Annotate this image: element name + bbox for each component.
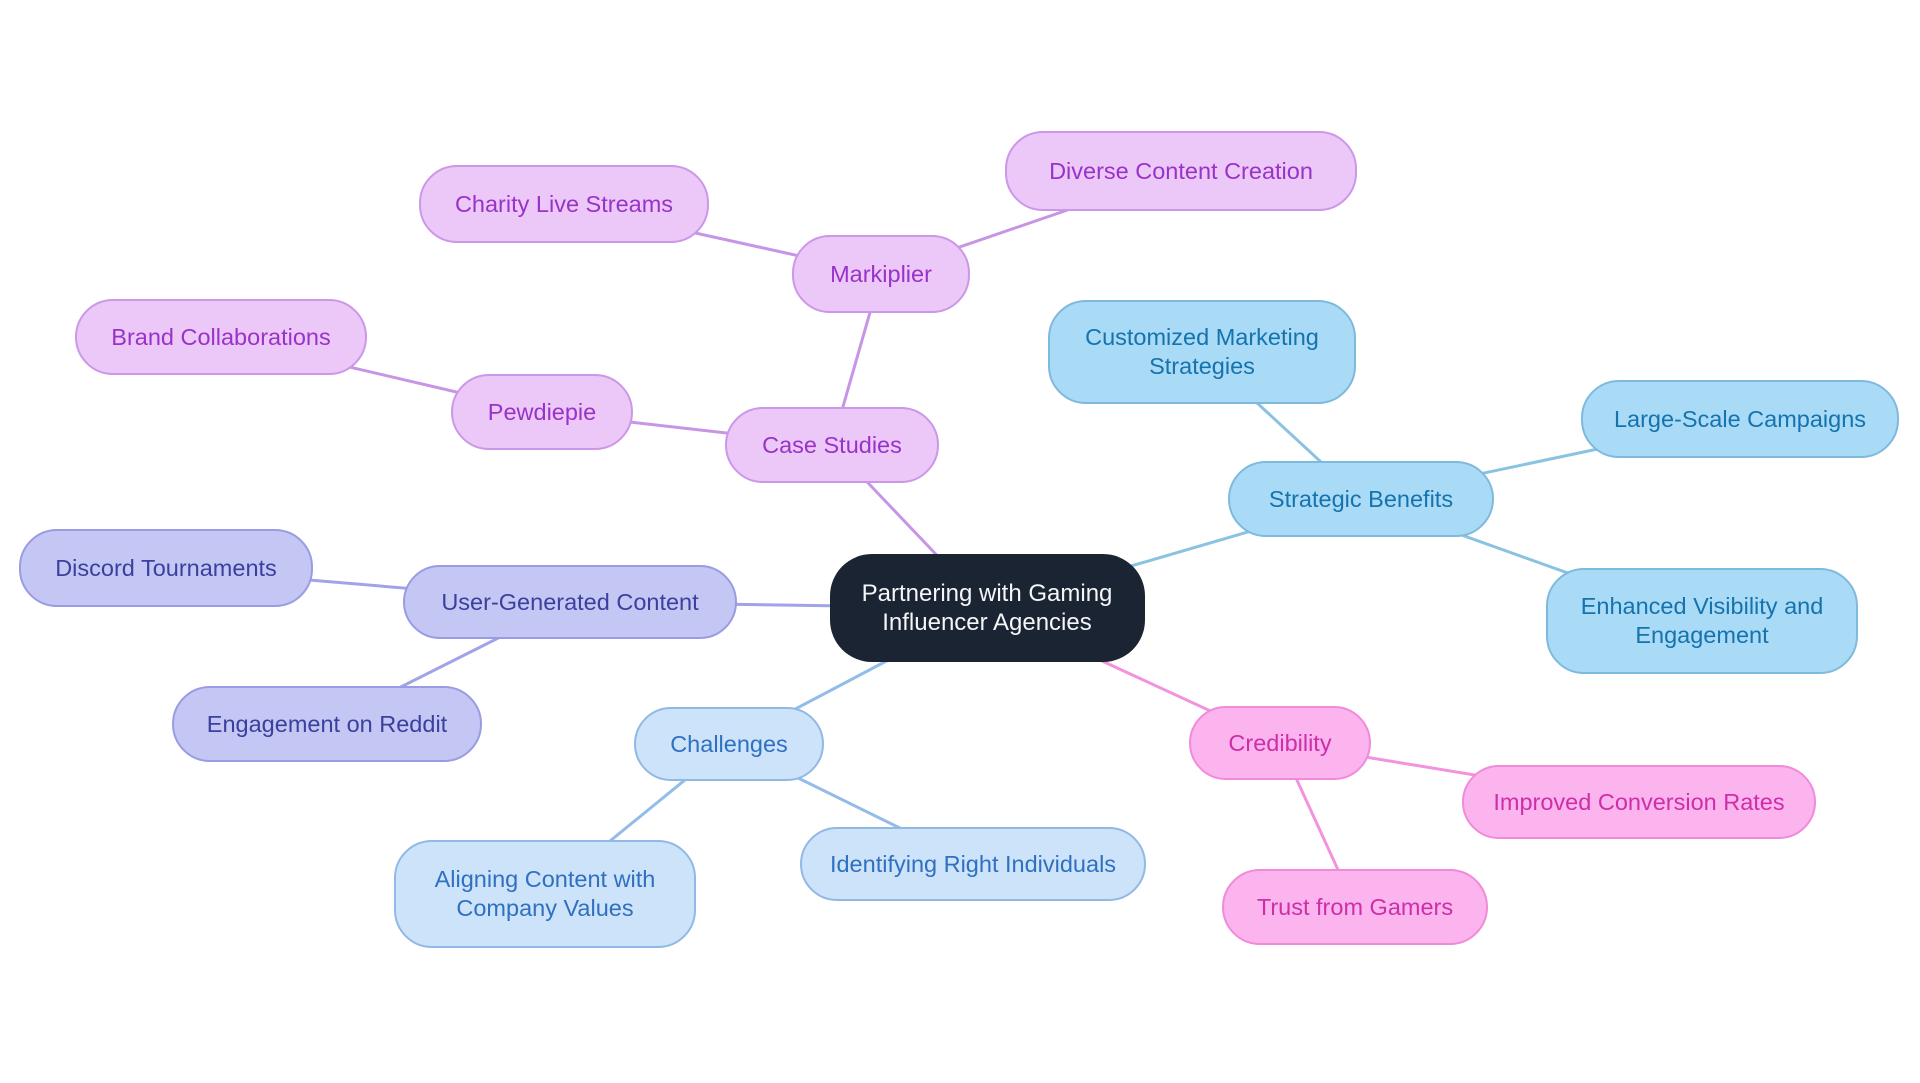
node-label: Identifying Right Individuals <box>829 850 1117 877</box>
node-label: Trust from Gamers <box>1256 893 1454 920</box>
node-label: Aligning Content with Company Values <box>434 866 656 921</box>
node-label: Strategic Benefits <box>1268 485 1454 512</box>
node-label: Diverse Content Creation <box>1049 157 1313 184</box>
node-label: Brand Collaborations <box>111 323 331 350</box>
node-label: Large-Scale Campaigns <box>1613 405 1867 432</box>
node-label: User-Generated Content <box>441 588 699 615</box>
node-strategic[interactable]: Strategic Benefits <box>1228 461 1494 537</box>
node-reddit[interactable]: Engagement on Reddit <box>172 686 482 762</box>
node-aligning[interactable]: Aligning Content with Company Values <box>394 840 696 948</box>
node-label: Engagement on Reddit <box>206 710 448 737</box>
node-diverse[interactable]: Diverse Content Creation <box>1005 131 1357 211</box>
node-pewdiepie[interactable]: Pewdiepie <box>451 374 633 450</box>
node-label: Discord Tournaments <box>55 554 277 581</box>
node-discord[interactable]: Discord Tournaments <box>19 529 313 607</box>
node-markiplier[interactable]: Markiplier <box>792 235 970 313</box>
node-enhanced[interactable]: Enhanced Visibility and Engagement <box>1546 568 1858 674</box>
node-charity[interactable]: Charity Live Streams <box>419 165 709 243</box>
node-label: Improved Conversion Rates <box>1493 788 1785 815</box>
node-label: Challenges <box>670 730 788 757</box>
node-central[interactable]: Partnering with Gaming Influencer Agenci… <box>829 554 1145 662</box>
node-customized[interactable]: Customized Marketing Strategies <box>1048 300 1356 404</box>
node-trust[interactable]: Trust from Gamers <box>1222 869 1488 945</box>
node-label: Charity Live Streams <box>454 190 674 217</box>
node-label: Pewdiepie <box>487 398 597 425</box>
node-identifying[interactable]: Identifying Right Individuals <box>800 827 1146 901</box>
node-credibility[interactable]: Credibility <box>1189 706 1371 780</box>
node-label: Credibility <box>1228 729 1332 756</box>
node-label: Partnering with Gaming Influencer Agenci… <box>861 579 1113 636</box>
node-label: Enhanced Visibility and Engagement <box>1580 593 1824 648</box>
node-ugc[interactable]: User-Generated Content <box>403 565 737 639</box>
node-large-scale[interactable]: Large-Scale Campaigns <box>1581 380 1899 458</box>
node-challenges[interactable]: Challenges <box>634 707 824 781</box>
node-label: Customized Marketing Strategies <box>1085 324 1319 379</box>
node-label: Case Studies <box>762 431 902 458</box>
node-improved[interactable]: Improved Conversion Rates <box>1462 765 1816 839</box>
node-brand-collab[interactable]: Brand Collaborations <box>75 299 367 375</box>
node-case-studies[interactable]: Case Studies <box>725 407 939 483</box>
node-label: Markiplier <box>830 260 932 287</box>
